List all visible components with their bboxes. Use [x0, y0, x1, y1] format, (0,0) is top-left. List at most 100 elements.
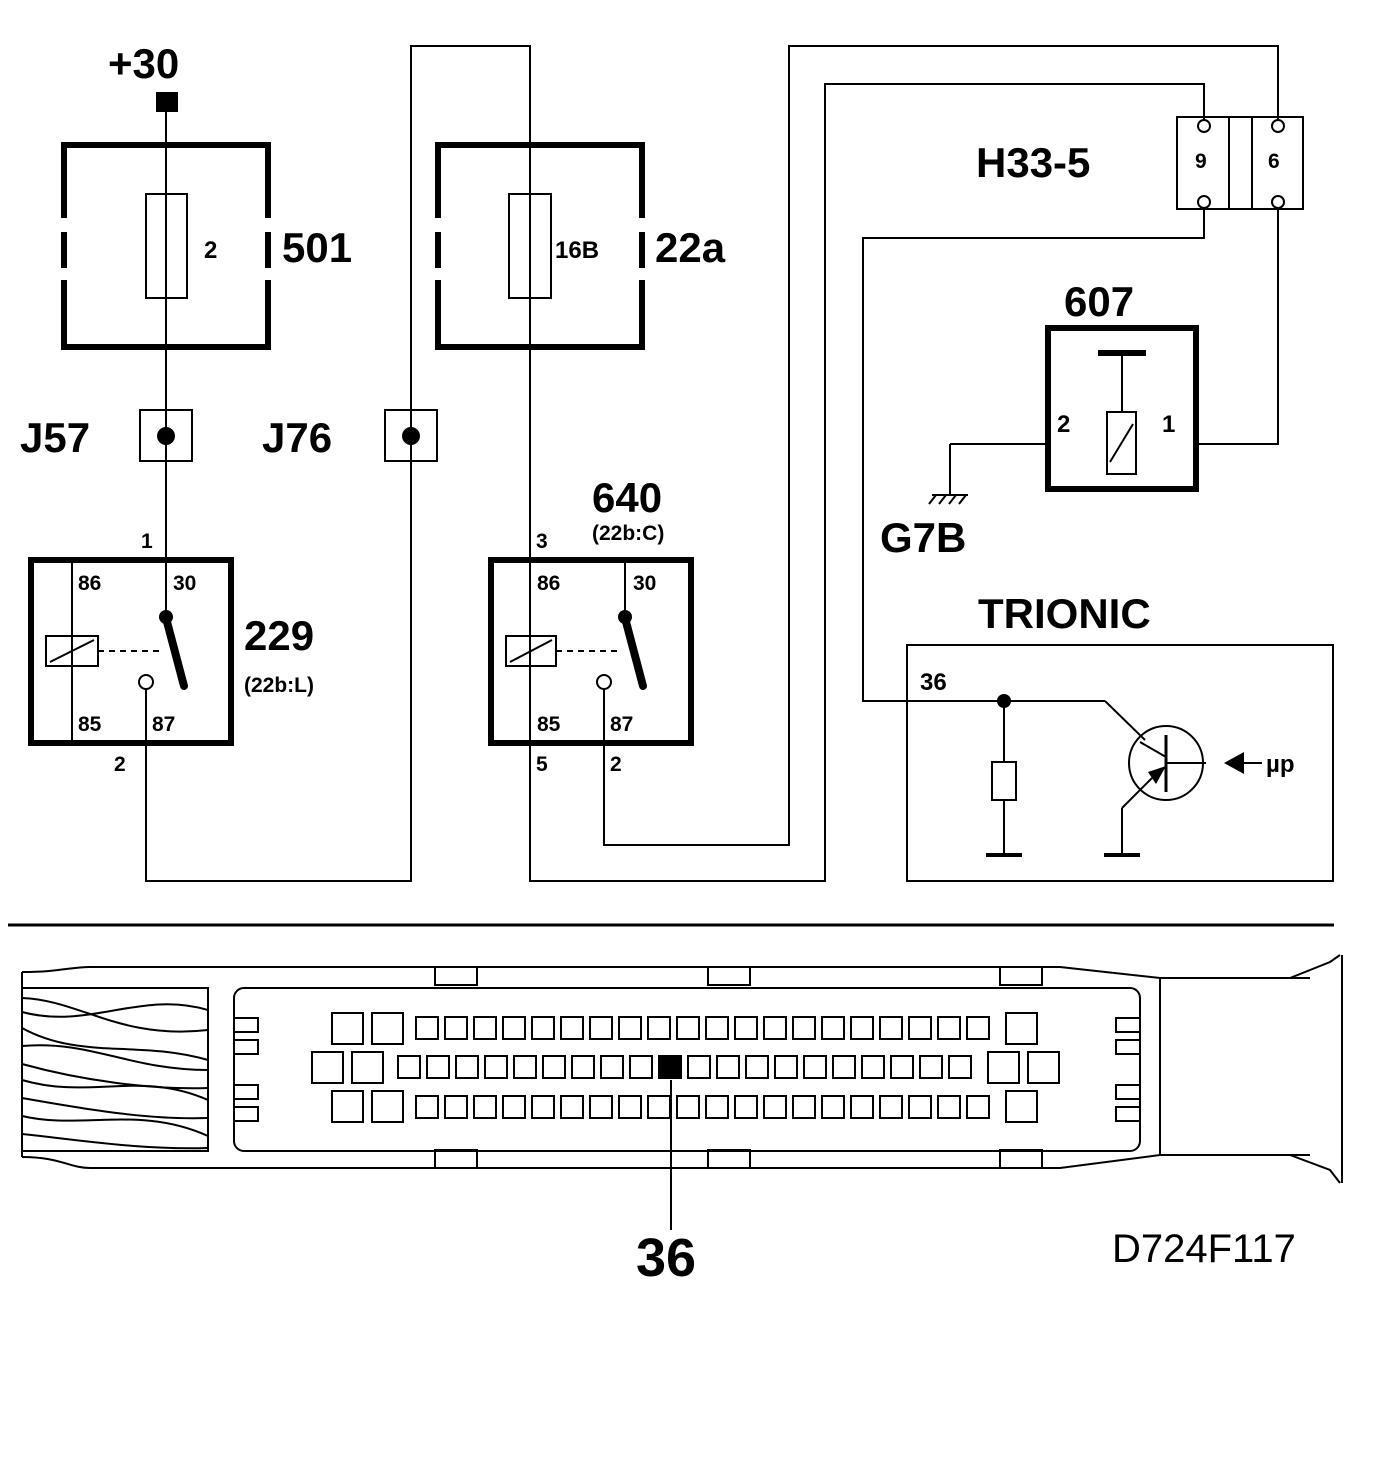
connector-pin [426, 1055, 450, 1079]
relay-229-label: 229 [244, 612, 314, 659]
component-607-label: 607 [1064, 278, 1134, 325]
fuse-501-number: 2 [204, 237, 217, 264]
component-607 [1045, 325, 1199, 492]
connector-pin-36-label: 36 [636, 1228, 696, 1288]
connector-h33-pin-6: 6 [1268, 150, 1280, 173]
connector-pin [879, 1095, 903, 1119]
connector-pin [734, 1095, 758, 1119]
relay-640-pin-30: 30 [633, 572, 656, 595]
connector-pin [397, 1055, 421, 1079]
trionic-label: TRIONIC [978, 590, 1151, 637]
connector-pin [774, 1055, 798, 1079]
relay-640 [488, 557, 694, 746]
relay-640-sublabel: (22b:C) [592, 522, 664, 545]
connector-pin [937, 1016, 961, 1040]
connector-pin [531, 1016, 555, 1040]
relay-229-wire-1: 1 [141, 530, 153, 553]
relay-229-pin-30: 30 [173, 572, 196, 595]
fuse-22a-label: 22a [655, 224, 726, 271]
connector-pin [484, 1055, 508, 1079]
resistor [991, 761, 1017, 801]
trionic-ecu [906, 644, 1334, 882]
component-607-pin-1: 1 [1162, 411, 1175, 438]
connector-pin [832, 1055, 856, 1079]
connector-pin [879, 1016, 903, 1040]
connector-pin [821, 1095, 845, 1119]
connector-pin [792, 1016, 816, 1040]
connector-pin [948, 1055, 972, 1079]
relay-switch [162, 614, 188, 690]
connector-pin [966, 1095, 990, 1119]
connector-pin [803, 1055, 827, 1079]
connector-pin [444, 1095, 468, 1119]
supply-label: +30 [108, 40, 179, 87]
relay-640-wire-5: 5 [536, 753, 548, 776]
relay-229-wire-2: 2 [114, 753, 126, 776]
fuse-501-label: 501 [282, 224, 352, 271]
connector-pin [618, 1095, 642, 1119]
connector-pin [618, 1016, 642, 1040]
connector-pin [473, 1095, 497, 1119]
wire-harness [21, 972, 209, 1157]
connector-pin [821, 1016, 845, 1040]
connector-pin [600, 1055, 624, 1079]
relay-640-wire-2: 2 [610, 753, 622, 776]
splice-j76-label: J76 [262, 414, 332, 461]
connector-pin [908, 1016, 932, 1040]
connector-pin [502, 1095, 526, 1119]
connector-pin [560, 1095, 584, 1119]
connector-pin [716, 1055, 740, 1079]
ground-symbol [928, 494, 968, 505]
relay-640-pin-86: 86 [537, 572, 560, 595]
relay-229-sublabel: (22b:L) [244, 674, 314, 697]
connector-pin [763, 1095, 787, 1119]
connector-pin [861, 1055, 885, 1079]
connector-pin [531, 1095, 555, 1119]
connector-pin [1005, 1090, 1038, 1123]
connector-pin [966, 1016, 990, 1040]
connector-pin [850, 1095, 874, 1119]
connector-pin [850, 1016, 874, 1040]
connector-pin [589, 1095, 613, 1119]
connector-pin [705, 1016, 729, 1040]
relay-640-pin-87: 87 [610, 713, 633, 736]
relay-229-pin-87: 87 [152, 713, 175, 736]
connector-pin [919, 1055, 943, 1079]
trionic-pin-36: 36 [920, 669, 947, 696]
connector-pin [415, 1095, 439, 1119]
connector-pin-grid [311, 1012, 1060, 1123]
trionic-signal-label: µp [1266, 751, 1295, 778]
wires [145, 45, 1279, 882]
connector-pin [1027, 1051, 1060, 1084]
relay-229-pin-86: 86 [78, 572, 101, 595]
connector-pin [676, 1095, 700, 1119]
connector-pin [331, 1090, 364, 1123]
connector-pin [513, 1055, 537, 1079]
connector-pin [371, 1012, 404, 1045]
connector-pin [792, 1095, 816, 1119]
connector-pin [937, 1095, 961, 1119]
connector-pin [908, 1095, 932, 1119]
relay-640-label: 640 [592, 474, 662, 521]
connector-pin [890, 1055, 914, 1079]
connector-pin [542, 1055, 566, 1079]
connector-pin [351, 1051, 384, 1084]
connector-pin [502, 1016, 526, 1040]
connector-pin [687, 1055, 711, 1079]
connector-pin [589, 1016, 613, 1040]
connector-h33-pin-9: 9 [1195, 150, 1207, 173]
figure-id: D724F117 [1112, 1227, 1296, 1271]
connector-pin [331, 1012, 364, 1045]
relay-640-wire-3: 3 [536, 530, 548, 553]
connector-pin [371, 1090, 404, 1123]
connector-pin [676, 1016, 700, 1040]
connector-pin [987, 1051, 1020, 1084]
relay-switch [621, 614, 647, 690]
connector-pin [444, 1016, 468, 1040]
connector-pin [629, 1055, 653, 1079]
connector-pin-36 [658, 1055, 682, 1079]
relay-229-pin-85: 85 [78, 713, 102, 736]
connector-pin [455, 1055, 479, 1079]
ground-label: G7B [880, 514, 966, 561]
